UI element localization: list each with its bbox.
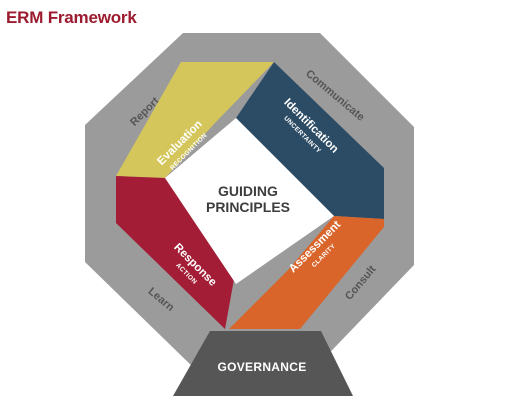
segment-identification (236, 62, 384, 219)
governance-label: GOVERNANCE (217, 360, 306, 374)
center-guiding-principles (165, 118, 334, 284)
segment-evaluation (116, 62, 274, 178)
page-title: ERM Framework (6, 8, 137, 27)
center-text-line1: GUIDING (218, 183, 278, 199)
segment-assessment (229, 216, 384, 329)
governance-base (173, 331, 353, 396)
segment-response (116, 176, 236, 329)
center-text-line2: PRINCIPLES (206, 199, 290, 215)
